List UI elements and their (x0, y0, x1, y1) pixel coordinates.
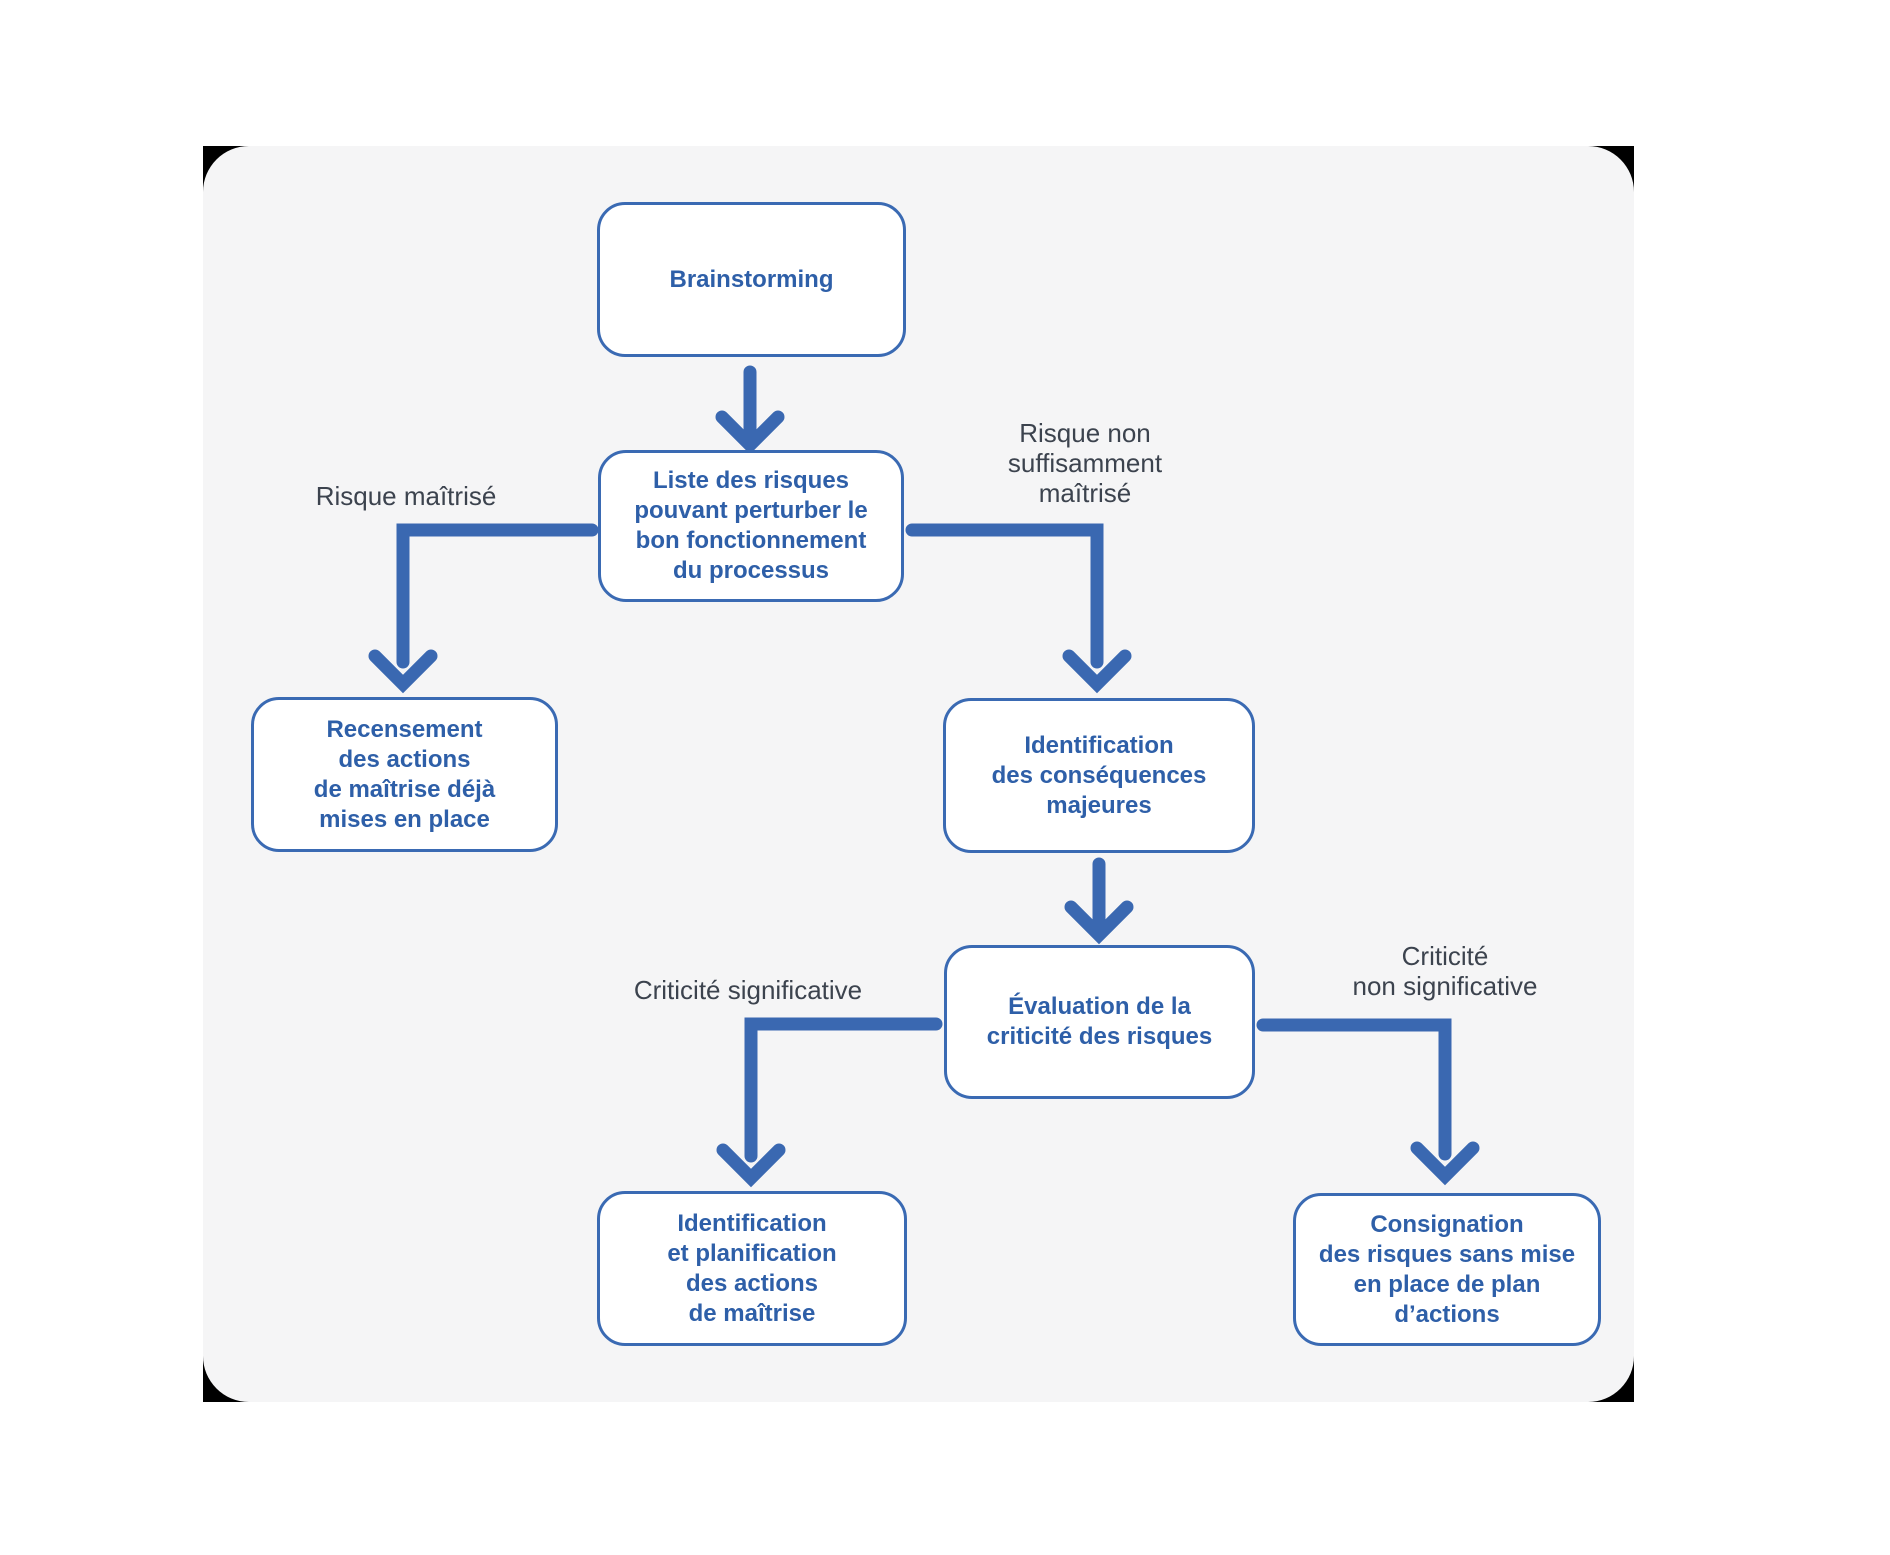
node-recensement-actions: Recensement des actions de maîtrise déjà… (251, 697, 558, 852)
edge-label-risque-maitrise: Risque maîtrisé (315, 481, 497, 511)
node-evaluation-criticite: Évaluation de la criticité des risques (944, 945, 1255, 1099)
arrow-consequences-to-evaluation (1064, 857, 1134, 945)
node-brainstorming: Brainstorming (597, 202, 906, 357)
node-consignation-risques-label: Consignation des risques sans mise en pl… (1318, 1210, 1576, 1328)
node-identification-consequences-label: Identification des conséquences majeures (991, 731, 1207, 819)
arrow-liste-to-consequences (905, 523, 1132, 694)
arrow-evaluation-to-consignation (1256, 1018, 1480, 1186)
arrow-brainstorming-to-liste (715, 365, 785, 455)
node-evaluation-criticite-label: Évaluation de la criticité des risques (986, 993, 1213, 1050)
node-liste-des-risques: Liste des risques pouvant perturber le b… (598, 450, 904, 602)
edge-label-criticite-significative: Criticité significative (633, 975, 863, 1005)
node-brainstorming-label: Brainstorming (669, 265, 834, 293)
node-identification-planification: Identification et planification des acti… (597, 1191, 907, 1346)
node-recensement-actions-label: Recensement des actions de maîtrise déjà… (313, 715, 496, 833)
arrow-evaluation-to-planification (716, 1017, 943, 1188)
edge-label-risque-non-suffisamment-maitrise: Risque non suffisamment maîtrisé (1007, 418, 1163, 508)
node-identification-consequences: Identification des conséquences majeures (943, 698, 1255, 853)
node-identification-planification-label: Identification et planification des acti… (667, 1209, 837, 1327)
node-liste-des-risques-label: Liste des risques pouvant perturber le b… (634, 467, 868, 584)
edge-label-criticite-non-significative: Criticité non significative (1352, 941, 1538, 1001)
arrow-liste-to-recensement (368, 523, 599, 694)
node-consignation-risques: Consignation des risques sans mise en pl… (1293, 1193, 1601, 1346)
